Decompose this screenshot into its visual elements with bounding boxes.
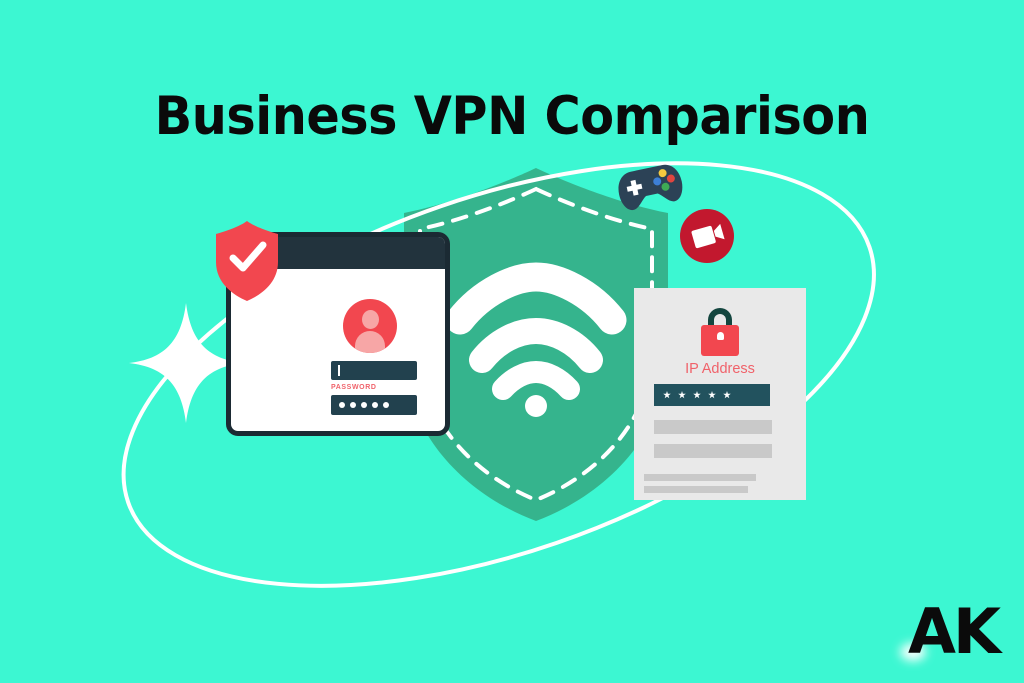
placeholder-bar	[644, 486, 748, 493]
user-avatar	[343, 299, 397, 353]
login-window[interactable]: PASSWORD	[226, 232, 450, 436]
wifi-icon	[445, 262, 627, 417]
ip-mask-dots	[663, 391, 731, 399]
orbit-ellipse	[121, 161, 876, 588]
ip-address-card: IP Address	[634, 288, 806, 500]
password-mask-dots	[339, 402, 389, 408]
ak-logo: AK	[886, 593, 1001, 668]
page-title: Business VPN Comparison	[154, 86, 870, 147]
video-camera-badge	[680, 209, 734, 263]
username-field[interactable]	[331, 361, 417, 380]
text-caret	[338, 365, 340, 376]
placeholder-bar	[654, 444, 772, 458]
shield-dashed-border	[418, 186, 654, 503]
sparkle-star-icon	[129, 303, 243, 423]
padlock-icon	[698, 308, 742, 356]
gamepad-body	[618, 164, 683, 211]
gamepad-button-left	[653, 177, 662, 186]
placeholder-bar	[654, 420, 772, 434]
logo-glow	[900, 643, 926, 661]
padlock-shackle	[708, 308, 732, 332]
padlock-keyhole	[716, 332, 724, 340]
video-camera-icon	[691, 223, 725, 249]
avatar-head	[361, 310, 379, 329]
password-field[interactable]	[331, 395, 417, 415]
ip-address-field[interactable]	[654, 384, 770, 406]
ak-logo-text: AK	[907, 595, 1001, 668]
dpad-icon	[626, 179, 643, 196]
gamepad-icon	[618, 164, 683, 211]
gamepad-button-bottom	[661, 182, 670, 191]
gamepad-button-top	[658, 169, 667, 178]
ip-address-label: IP Address	[685, 361, 755, 377]
avatar-body	[355, 331, 385, 353]
password-label: PASSWORD	[331, 384, 377, 391]
main-shield	[404, 168, 668, 521]
placeholder-bar	[644, 474, 756, 481]
gamepad-button-right	[666, 174, 675, 183]
check-icon	[229, 241, 267, 272]
padlock-body	[701, 325, 739, 356]
